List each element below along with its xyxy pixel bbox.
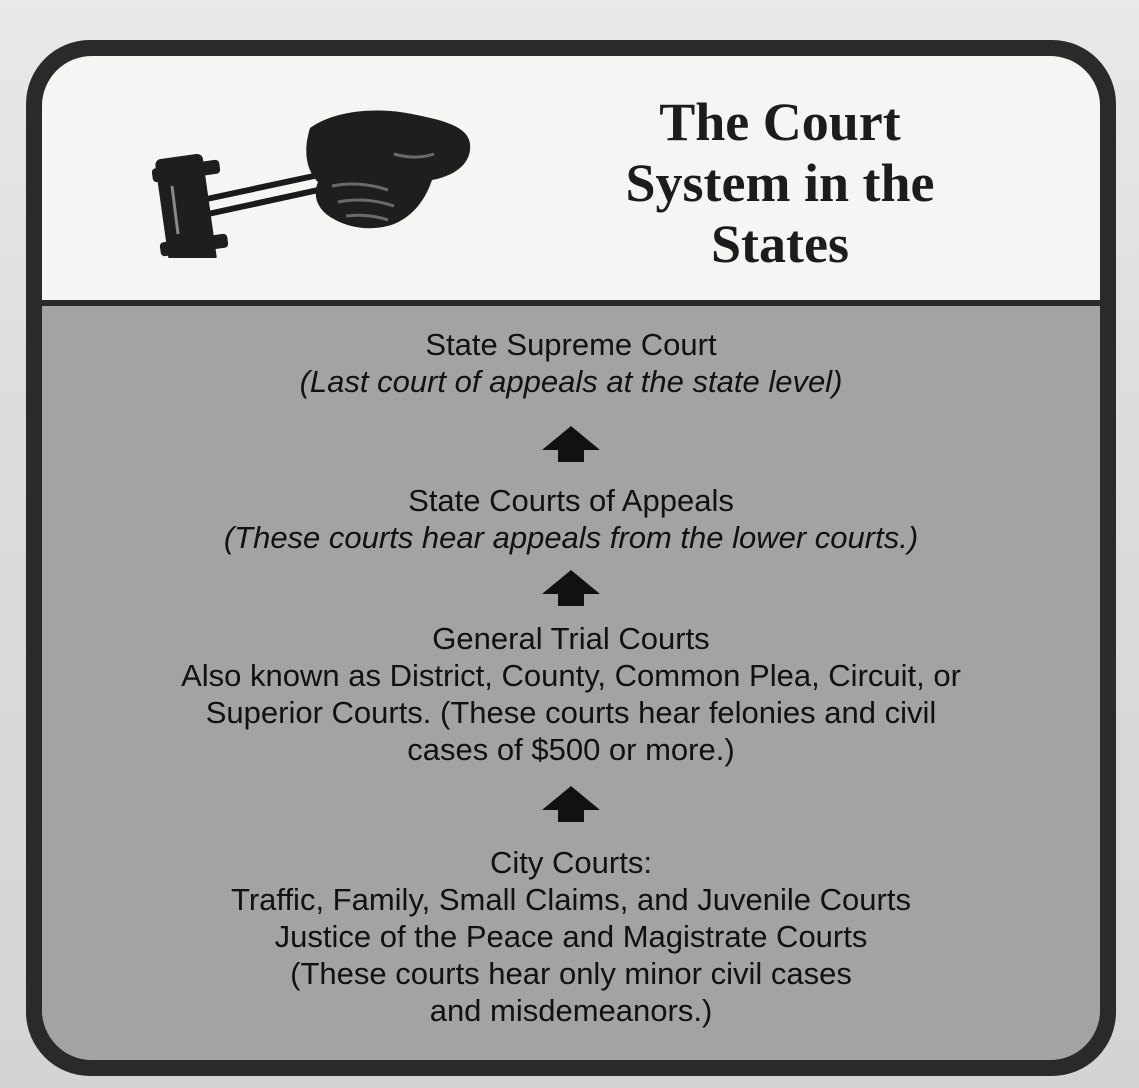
level-description-line: Justice of the Peace and Magistrate Cour… — [274, 919, 868, 954]
arrow-up-icon — [542, 426, 600, 462]
level-name: City Courts: — [490, 845, 652, 880]
level-name: State Courts of Appeals — [408, 483, 734, 518]
level-description-line: and misdemeanors.) — [429, 993, 713, 1028]
level-description-line: cases of $500 or more.) — [407, 732, 735, 767]
level-name: State Supreme Court — [425, 327, 717, 362]
level-note: (Last court of appeals at the state leve… — [299, 364, 843, 399]
level-name: General Trial Courts — [432, 621, 710, 656]
level-state-supreme-court: State Supreme Court (Last court of appea… — [42, 326, 1100, 400]
arrow-up-icon — [542, 570, 600, 606]
chart-title: The Court System in the States — [590, 92, 970, 275]
title-line-2: System in the — [625, 153, 935, 213]
level-state-courts-of-appeals: State Courts of Appeals (These courts he… — [42, 482, 1100, 556]
level-note: (These courts hear appeals from the lowe… — [223, 520, 919, 555]
court-hierarchy: State Supreme Court (Last court of appea… — [42, 306, 1100, 1060]
level-description-line: (These courts hear only minor civil case… — [290, 956, 852, 991]
gavel-in-hand-icon — [151, 110, 471, 258]
title-line-3: States — [711, 214, 849, 274]
title-line-1: The Court — [659, 92, 901, 152]
level-description-line: Traffic, Family, Small Claims, and Juven… — [231, 882, 911, 917]
level-description-line: Superior Courts. (These courts hear felo… — [205, 695, 937, 730]
level-description-line: Also known as District, County, Common P… — [181, 658, 961, 693]
court-system-chart: The Court System in the States State Sup… — [26, 40, 1116, 1076]
level-city-courts: City Courts: Traffic, Family, Small Clai… — [42, 844, 1100, 1029]
level-general-trial-courts: General Trial Courts Also known as Distr… — [42, 620, 1100, 768]
chart-header: The Court System in the States — [42, 56, 1100, 306]
chart-inner: The Court System in the States State Sup… — [42, 56, 1100, 1060]
arrow-up-icon — [542, 786, 600, 822]
